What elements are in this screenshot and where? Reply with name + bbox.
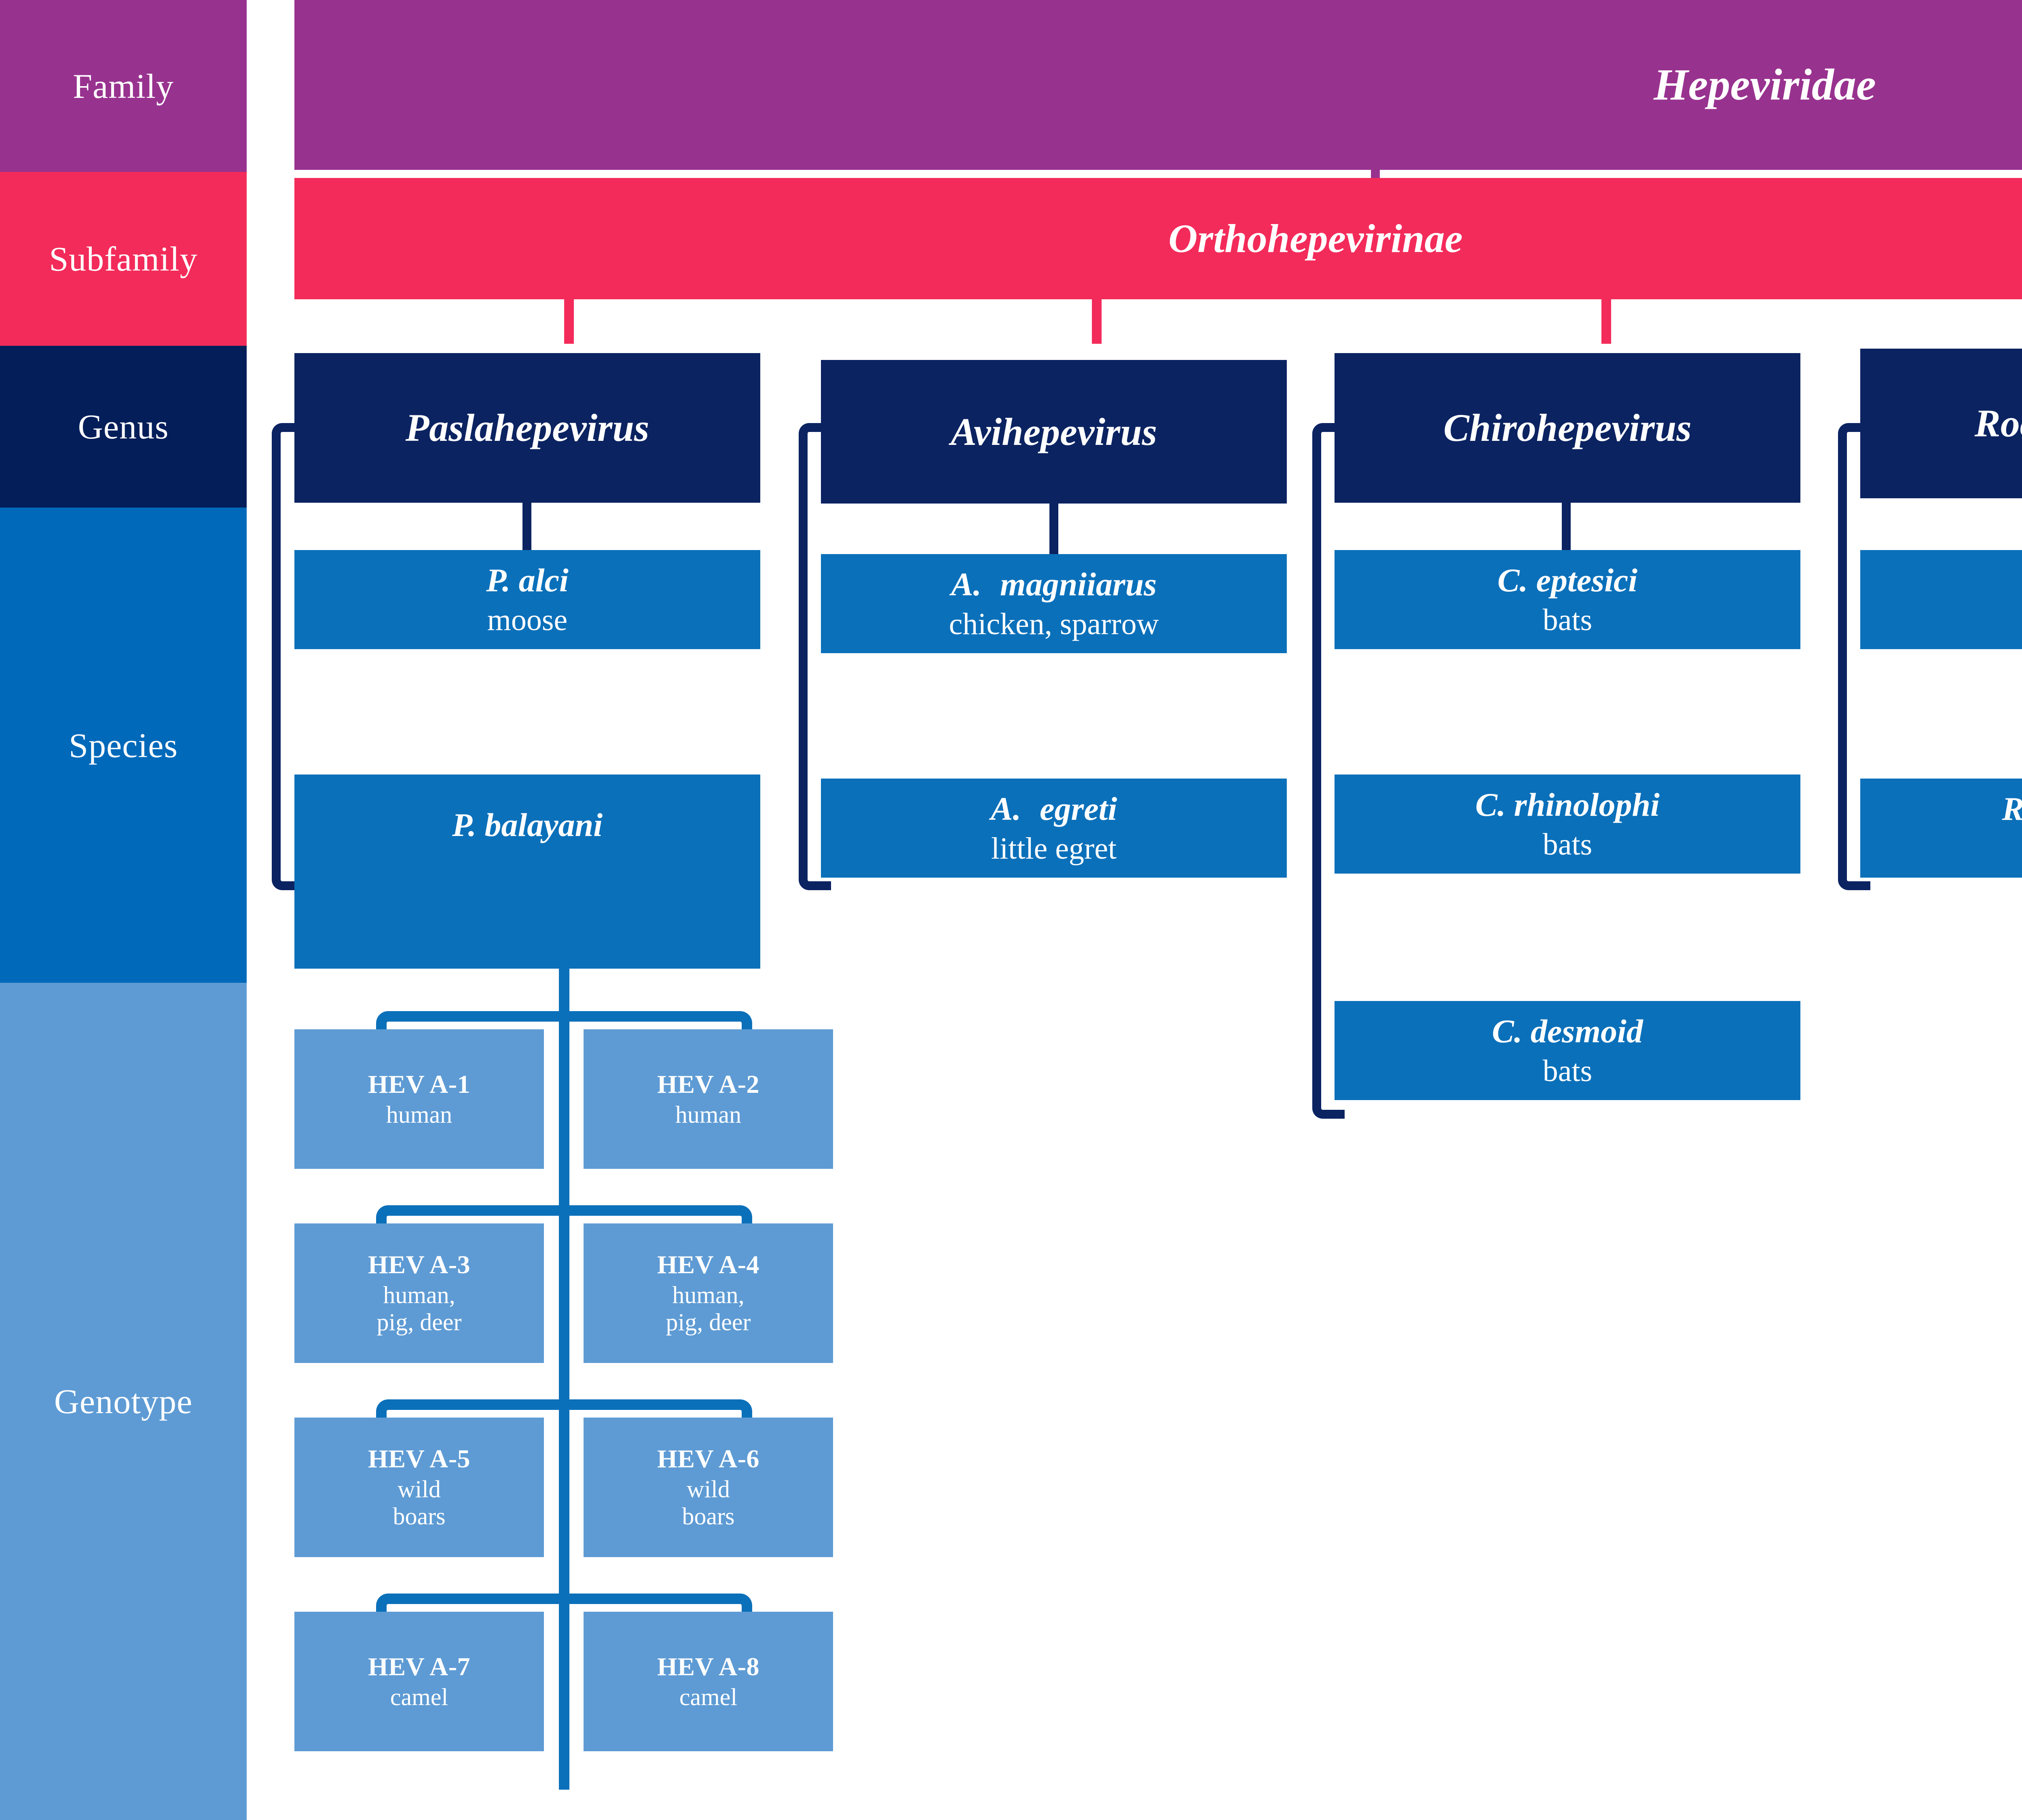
species-box-c-desmoid[interactable]: C. desmoid bats [1335, 1001, 1800, 1100]
species-box-c-rhinolophi[interactable]: C. rhinolophi bats [1335, 775, 1800, 874]
genotype-name-hev-a-6: HEV A-6 [657, 1444, 760, 1473]
rank-label-genus-text: Genus [78, 407, 169, 446]
species-name-p-alci: P. alci [486, 562, 569, 599]
genotype-box-hev-a-2[interactable]: HEV A-2 human [584, 1029, 833, 1169]
rank-label-species-text: Species [69, 726, 178, 765]
subfamily-name-orthohepevirinae: Orthohepevirinae [1168, 216, 1463, 261]
connector-avihepevirus-stem [1049, 502, 1058, 554]
rank-label-species: Species [0, 508, 247, 983]
genotype-name-hev-a-3: HEV A-3 [368, 1250, 471, 1279]
genus-name-rocahepevirus: Rocahepevirus [1974, 402, 2022, 445]
genotype-box-hev-a-1[interactable]: HEV A-1 human [294, 1029, 544, 1169]
genotype-hosts-hev-a-8: camel [679, 1683, 738, 1710]
species-name-a-egreti: A. egreti [991, 790, 1117, 827]
subfamily-box-orthohepevirinae[interactable]: Orthohepevirinae [294, 178, 2022, 299]
species-hosts-a-egreti: little egret [991, 831, 1117, 866]
genotype-box-hev-a-7[interactable]: HEV A-7 camel [294, 1612, 544, 1751]
rank-label-family: Family [0, 0, 247, 172]
genotype-name-hev-a-4: HEV A-4 [657, 1250, 760, 1279]
species-hosts-c-eptesici: bats [1542, 603, 1593, 637]
genotype-hosts-hev-a-1: human [386, 1101, 453, 1128]
species-box-r-eothenomi[interactable]: R. eothenomi rat, ferret [1860, 779, 2022, 878]
connector-paslahepevirus-stem [522, 502, 531, 554]
species-epithet-a-egreti: egreti [1039, 790, 1117, 827]
genus-name-avihepevirus: Avihepevirus [950, 410, 1157, 453]
family-name: Hepeviridae [1654, 60, 1876, 110]
species-name-p-balayani: P. balayani [452, 806, 603, 844]
species-box-p-alci[interactable]: P. alci moose [294, 550, 760, 649]
rank-label-family-text: Family [73, 66, 174, 106]
genotype-hosts-hev-a-3: human, pig, deer [376, 1282, 462, 1336]
genus-name-chirohepevirus: Chirohepevirus [1443, 406, 1692, 450]
species-box-a-egreti[interactable]: A. egreti little egret [821, 779, 1287, 878]
genus-box-avihepevirus[interactable]: Avihepevirus [821, 360, 1287, 504]
species-box-p-balayani[interactable]: P. balayani [294, 775, 760, 969]
genotype-name-hev-a-8: HEV A-8 [657, 1652, 760, 1681]
species-name-a-magniiarus: A. magniiarus [951, 566, 1157, 603]
genus-box-paslahepevirus[interactable]: Paslahepevirus [294, 353, 760, 503]
rank-label-genotype: Genotype [0, 983, 247, 1820]
genotype-hosts-hev-a-7: camel [390, 1683, 448, 1710]
rank-label-subfamily-text: Subfamily [49, 239, 198, 278]
species-name-c-desmoid: C. desmoid [1492, 1013, 1643, 1050]
species-genus-initial-a-egreti: A. [990, 790, 1021, 827]
connector-ortho-to-paslahepevirus [564, 297, 574, 344]
rank-label-genotype-text: Genotype [54, 1382, 193, 1421]
species-epithet-a-magniiarus: magniiarus [1000, 566, 1157, 603]
species-hosts-c-desmoid: bats [1542, 1054, 1593, 1088]
genotype-box-hev-a-8[interactable]: HEV A-8 camel [584, 1612, 833, 1751]
genotype-hosts-hev-a-4: human, pig, deer [666, 1282, 751, 1336]
genotype-box-hev-a-3[interactable]: HEV A-3 human, pig, deer [294, 1223, 544, 1363]
species-name-c-eptesici: C. eptesici [1497, 562, 1638, 599]
genotype-box-hev-a-6[interactable]: HEV A-6 wild boars [584, 1418, 833, 1557]
family-box-hepeviridae[interactable]: Hepeviridae [294, 0, 2022, 170]
species-box-r-ratti[interactable]: R. ratti rat, ferret [1860, 550, 2022, 649]
connector-ortho-to-chirohepevirus [1601, 297, 1611, 344]
species-box-c-eptesici[interactable]: C. eptesici bats [1335, 550, 1800, 649]
species-box-a-magniiarus[interactable]: A. magniiarus chicken, sparrow [821, 554, 1287, 653]
genotype-hosts-hev-a-2: human [675, 1101, 742, 1128]
rank-label-genus: Genus [0, 346, 247, 508]
bracket-avihepevirus-species [799, 423, 831, 890]
connector-ortho-to-avihepevirus [1092, 297, 1102, 344]
species-name-c-rhinolophi: C. rhinolophi [1475, 786, 1660, 823]
genotype-box-hev-a-5[interactable]: HEV A-5 wild boars [294, 1418, 544, 1557]
genotype-name-hev-a-1: HEV A-1 [368, 1070, 471, 1099]
species-hosts-p-alci: moose [487, 603, 568, 637]
connector-genotype-trunk [559, 930, 569, 1790]
species-hosts-c-rhinolophi: bats [1542, 827, 1593, 861]
genus-name-paslahepevirus: Paslahepevirus [405, 406, 649, 450]
genotype-name-hev-a-5: HEV A-5 [368, 1444, 471, 1473]
genotype-name-hev-a-2: HEV A-2 [657, 1070, 760, 1099]
genotype-box-hev-a-4[interactable]: HEV A-4 human, pig, deer [584, 1223, 833, 1363]
rank-label-subfamily: Subfamily [0, 172, 247, 346]
genotype-hosts-hev-a-6: wild boars [682, 1476, 735, 1530]
species-genus-initial-a-magniiarus: A. [951, 566, 981, 603]
species-name-r-eothenomi: R. eothenomi [2002, 790, 2022, 827]
genus-box-chirohepevirus[interactable]: Chirohepevirus [1335, 353, 1800, 503]
genotype-hosts-hev-a-5: wild boars [393, 1476, 446, 1530]
genotype-name-hev-a-7: HEV A-7 [368, 1652, 471, 1681]
species-hosts-a-magniiarus: chicken, sparrow [949, 607, 1159, 641]
genus-box-rocahepevirus[interactable]: Rocahepevirus [1860, 349, 2022, 498]
connector-chirohepevirus-stem [1562, 502, 1571, 554]
